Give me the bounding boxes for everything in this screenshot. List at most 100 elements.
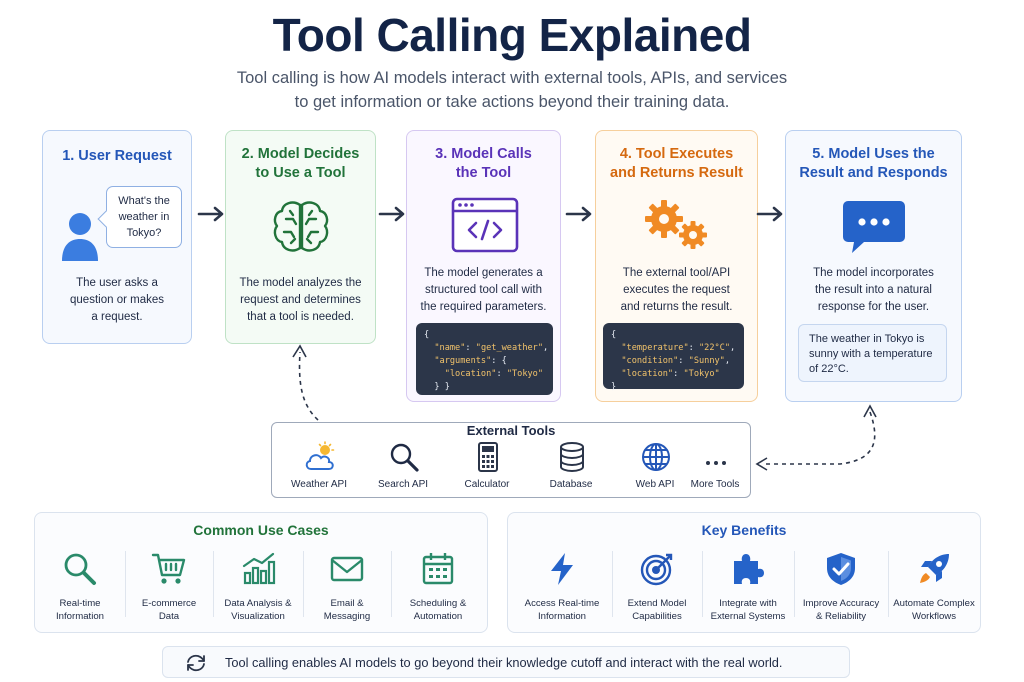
divider [794,551,795,617]
step-title: 5. Model Uses the Result and Responds [786,145,961,183]
desc-line-1: The model incorporates [813,267,934,279]
step-description: The external tool/API executes the reque… [604,265,749,316]
tool-result-code-block: { "temperature": "22°C", "condition": "S… [603,323,744,392]
user-icon [62,213,98,261]
rocket-icon [920,554,949,583]
flow-arrow-icon [378,206,405,222]
code-key: "condition" [621,356,679,366]
flow-arrow-icon [756,206,783,222]
label-line-2: Messaging [323,611,371,622]
divider [303,551,304,617]
label-line-2: Information [56,611,104,622]
benefit-item: Integrate with External Systems [702,549,794,625]
desc-line-3: a request. [91,311,143,323]
desc-line-2: question or makes [70,294,164,306]
more-icon [706,461,726,465]
title-line-1: 3. Model Calls [435,146,532,162]
title-line-2: the Tool [455,165,512,181]
label-line-2: External Systems [710,611,786,622]
desc-line-1: The model analyzes the [239,277,362,289]
globe-icon [642,443,670,471]
label-line-1: E-commerce [141,598,197,609]
benefit-item: Automate Complex Workflows [888,549,980,625]
title-line-2: and Returns Result [610,165,743,181]
label-line-1: Improve Accuracy [802,598,880,609]
step-model-calls-tool: 3. Model Calls the Tool The model genera… [406,130,561,402]
label-line-1: Extend Model [627,598,687,609]
cart-icon [151,553,186,584]
use-cases-title: Common Use Cases [193,522,329,538]
label-line-2: & Reliability [815,611,867,622]
title-line-2: to Use a Tool [255,165,346,181]
mail-icon [330,556,364,582]
divider [702,551,703,617]
use-cases-panel: Common Use Cases Real-time Information E… [34,512,488,633]
benefit-label: Improve Accuracy & Reliability [794,597,888,623]
tool-label: Calculator [464,479,510,490]
step-description: The model analyzes the request and deter… [234,275,367,326]
external-tools-panel: External Tools Weather API Search API Ca… [271,422,751,498]
use-case-label: Real-time Information [35,597,125,623]
title-line-1: 4. Tool Executes [619,146,734,162]
use-case-item: Data Analysis & Visualization [213,549,303,625]
divider [888,551,889,617]
bar-chart-icon [242,552,276,585]
key-benefits-title: Key Benefits [701,522,787,538]
calculator-icon [478,442,498,472]
lightning-icon [551,553,573,585]
label-line-2: Visualization [231,611,285,622]
database-icon [560,442,584,473]
step-description: The model generates a structured tool ca… [415,265,552,316]
key-benefits-panel: Key Benefits Access Real-time Informatio… [507,512,981,633]
step-title: 3. Model Calls the Tool [407,145,560,183]
step-description: The model incorporates the result into a… [794,265,953,316]
use-case-item: Scheduling & Automation [391,549,485,625]
gears-icon [645,200,707,249]
use-case-label: Scheduling & Automation [391,597,485,623]
benefit-item: Extend Model Capabilities [612,549,702,625]
label-line-1: Data Analysis & [224,598,292,609]
label-line-1: Email & [330,598,364,609]
title-line-2: Result and Responds [799,165,948,181]
response-box: The weather in Tokyo is sunny with a tem… [798,324,947,382]
footer-banner: Tool calling enables AI models to go bey… [162,646,850,678]
code-line: } } [434,382,450,392]
user-speech-bubble: What's the weather in Tokyo? [106,186,182,248]
result-line-2: sunny with a temperature [809,348,933,360]
desc-line-3: and returns the result. [620,301,733,313]
footer-text: Tool calling enables AI models to go bey… [225,655,783,670]
external-tools-title-text: External Tools [458,423,564,438]
desc-line-3: that a tool is needed. [247,311,354,323]
code-key: "arguments" [434,356,492,366]
step-tool-executes: 4. Tool Executes and Returns Result The … [595,130,758,402]
code-value: "22°C" [698,343,731,353]
label-line-1: Integrate with [719,598,777,609]
calendar-icon [422,553,454,585]
label-line-2: Data [158,611,180,622]
code-line: { [424,330,430,340]
step-model-responds: 5. Model Uses the Result and Responds Th… [785,130,962,402]
step-user-request: 1. User Request What's the weather in To… [42,130,192,344]
desc-line-2: the result into a natural [815,284,932,296]
use-case-label: Data Analysis & Visualization [213,597,303,623]
step-title: 4. Tool Executes and Returns Result [596,145,757,183]
bubble-line-1: What's the [118,195,170,207]
code-key: "location" [621,369,674,379]
label-line-2: Capabilities [632,611,682,622]
tool-label: Weather API [291,479,347,490]
label-line-1: Automate Complex [893,598,975,609]
divider [612,551,613,617]
result-line-3: of 22°C. [809,363,849,375]
tool-call-code-block: { "name": "get_weather", "arguments": { … [416,323,553,395]
code-line: { [611,330,617,340]
use-case-item: Email & Messaging [303,549,391,625]
use-case-label: Email & Messaging [303,597,391,623]
tool-label: Search API [377,479,429,490]
refresh-icon [187,654,205,672]
bubble-line-3: Tokyo? [126,227,162,239]
label-line-2: Information [538,611,586,622]
divider [213,551,214,617]
code-key: "location" [444,369,497,379]
use-case-item: E-commerce Data [125,549,213,625]
label-line-1: Access Real-time [524,598,600,609]
